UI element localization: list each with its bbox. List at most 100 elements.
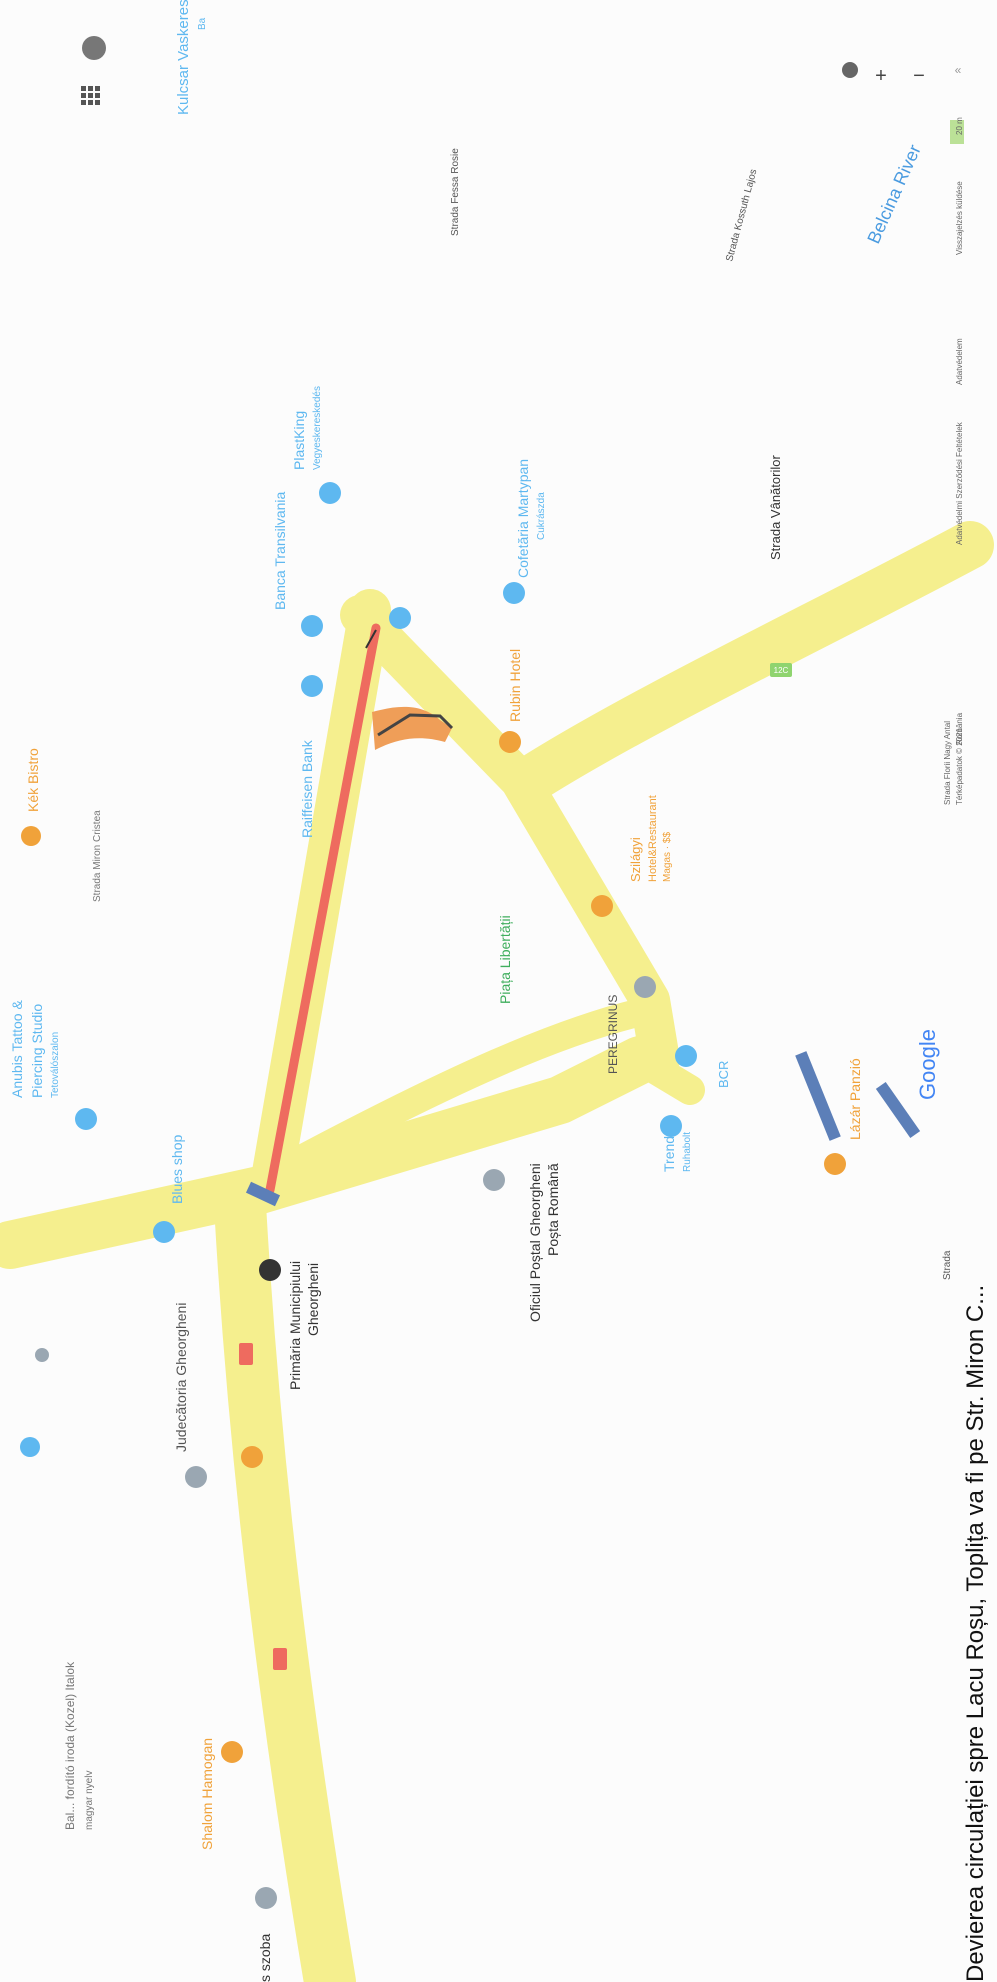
label-banca: Banca Transilvania	[272, 491, 288, 610]
zoom-out-icon[interactable]: −	[913, 65, 925, 87]
poi-blues	[153, 1221, 175, 1243]
poi-rubin	[499, 731, 521, 753]
poi-peregrinus	[634, 976, 656, 998]
apps-grid-icon[interactable]	[81, 86, 100, 105]
closed-road-line	[265, 623, 381, 1195]
label-trend-sub: Ruhabolt	[682, 1132, 693, 1172]
label-bcr: BCR	[716, 1061, 731, 1088]
poi-primaria	[259, 1259, 281, 1281]
road-northeast	[506, 521, 994, 804]
label-bal-a: Bal... fordító iroda (Kozel) Italok	[63, 1661, 77, 1830]
map-controls[interactable]: + − «	[842, 62, 964, 144]
poi-plastking	[319, 482, 341, 504]
road-inner-link	[276, 996, 664, 1179]
map-labels: Kulcsar Vaskeres Ba PlastKing Vegyeskere…	[9, 0, 953, 1982]
route-shield-red-2	[273, 1648, 287, 1670]
zoom-in-icon[interactable]: +	[875, 65, 887, 87]
label-anubis-a: Anubis Tattoo &	[9, 1000, 25, 1098]
label-raiffeisen: Raiffeisen Bank	[299, 739, 315, 838]
label-plastking-sub: Vegyeskereskedés	[312, 386, 323, 470]
detour-outline	[377, 713, 454, 737]
route-shield-12c: 12C	[774, 666, 789, 675]
top-controls[interactable]	[81, 36, 106, 105]
label-szilagyi-sub: Hotel&Restaurant	[647, 795, 659, 882]
footer-report[interactable]: Visszajelzés küldése	[955, 181, 964, 255]
label-cofetaria: Cofetăria Martypan	[515, 459, 531, 578]
label-strada-top: Strada Fessa Rosie	[450, 148, 461, 236]
label-primaria-b: Gheorgheni	[305, 1263, 321, 1336]
poi-bcr	[675, 1045, 697, 1067]
label-szoba: s szoba	[257, 1934, 273, 1982]
footer-terms[interactable]: Adatvédelmi Szerződési Feltételek	[955, 421, 964, 545]
compass-icon[interactable]	[842, 62, 858, 78]
poi-anubis	[75, 1108, 97, 1130]
label-judecatoria: Judecătoria Gheorgheni	[173, 1303, 189, 1452]
road-southwest	[214, 1179, 356, 1982]
road-network	[0, 521, 994, 1982]
label-piata: Piața Libertății	[497, 915, 513, 1004]
barriers	[245, 1051, 921, 1207]
poi-trend	[660, 1115, 682, 1137]
label-blues: Blues shop	[169, 1135, 185, 1204]
barrier-south-2	[875, 1081, 921, 1139]
label-anubis-b: Piercing Studio	[29, 1004, 45, 1098]
route-shields: 12C	[239, 663, 792, 1670]
label-anubis-sub: Tetoválószalon	[50, 1032, 61, 1098]
footer-scale: 20 m	[955, 117, 964, 135]
poi-gas	[35, 1348, 49, 1362]
label-trend: Trend	[661, 1136, 677, 1172]
label-szilagyi-sub2: Magas · $$	[662, 832, 673, 882]
label-strada-vandorilor: Strada Vânătorilor	[768, 455, 783, 560]
label-shalom: Shalom Hamogan	[199, 1738, 215, 1850]
label-primaria-a: Primăria Municipiului	[287, 1261, 303, 1390]
poi-raiffeisen	[301, 675, 323, 697]
avatar-icon[interactable]	[82, 36, 106, 60]
label-strada-diag: Strada Kossuth Lajos	[724, 168, 759, 263]
label-oficiul-a: Oficiul Poștal Gheorgheni	[527, 1163, 543, 1322]
poi-west-blue	[20, 1437, 40, 1457]
closure-marker	[365, 629, 377, 649]
label-bal-b: magyar nyelv	[84, 1771, 95, 1830]
label-strada-bottom: Strada	[942, 1250, 953, 1280]
route-shield-red-1	[239, 1343, 253, 1365]
poi-east-shop	[389, 607, 411, 629]
poi-szoba	[255, 1887, 277, 1909]
poi-kek	[21, 826, 41, 846]
caption-text: Devierea circulației spre Lacu Roșu, Top…	[962, 1285, 989, 1982]
detour-area	[372, 706, 452, 750]
label-kek: Kék Bistro	[25, 748, 41, 812]
poi-shalom	[221, 1741, 243, 1763]
label-kulcsar: Kulcsar Vaskeres	[175, 0, 192, 115]
label-cofetaria-sub: Cukrászda	[536, 492, 547, 540]
poi-szilagyi	[591, 895, 613, 917]
label-kulcsar-sub: Ba	[197, 17, 208, 30]
label-rubin: Rubin Hotel	[507, 649, 523, 722]
poi-judecatoria	[185, 1466, 207, 1488]
label-oficiul-b: Poșta Română	[545, 1163, 561, 1256]
label-belcina-river: Belcina River	[863, 142, 924, 247]
poi-orange-west	[241, 1446, 263, 1468]
google-logo: Google	[915, 1029, 940, 1100]
expand-icon[interactable]: «	[955, 63, 962, 77]
poi-oficiul	[483, 1169, 505, 1191]
pegman-icon[interactable]	[950, 120, 964, 144]
poi-lazar	[824, 1153, 846, 1175]
footer-feedback[interactable]: Adatvédelem	[955, 338, 964, 385]
poi-cofetaria	[503, 582, 525, 604]
label-lazar: Lázár Panzió	[847, 1058, 863, 1140]
road-triangle-east	[340, 595, 680, 1080]
road-main-horizontal	[0, 1036, 664, 1269]
barrier-south-1	[795, 1051, 841, 1141]
footer-address: Strada Florii Nagy Antal	[943, 721, 952, 805]
poi-markers	[20, 482, 846, 1909]
barrier-west	[245, 1181, 281, 1207]
label-strada-mid: Strada Miron Cristea	[92, 810, 103, 902]
footer-romania: România	[955, 712, 964, 745]
footer-data: Térképadatok © 2021	[955, 727, 964, 805]
label-szilagyi: Szilágyi	[628, 837, 643, 882]
road-connector	[625, 1045, 705, 1105]
map-footer: Strada Florii Nagy Antal Térképadatok © …	[943, 117, 964, 805]
poi-banca	[301, 615, 323, 637]
